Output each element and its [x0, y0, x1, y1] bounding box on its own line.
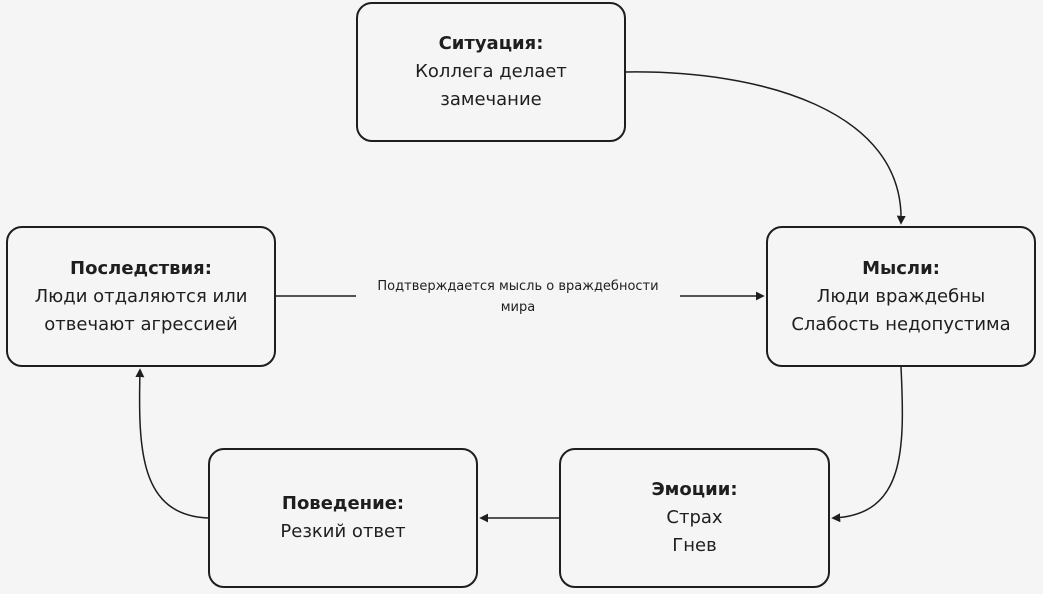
- node-text-line: Страх: [666, 507, 723, 528]
- node-consequences: Последствия: Люди отдаляются или отвечаю…: [6, 226, 276, 367]
- edge-label-line: мира: [500, 300, 536, 315]
- node-text-line: замечание: [440, 89, 542, 110]
- edge-label-confirmation: Подтверждается мысль о враждебности мира: [356, 276, 680, 318]
- node-thoughts: Мысли: Люди враждебны Слабость недопусти…: [766, 226, 1036, 367]
- node-title: Последствия:: [70, 257, 212, 279]
- node-text-line: Гнев: [672, 535, 717, 556]
- node-text-line: Люди отдаляются или: [34, 285, 248, 307]
- node-text-line: отвечают агрессией: [44, 313, 238, 335]
- node-behavior: Поведение: Резкий ответ: [208, 448, 478, 588]
- node-situation: Ситуация: Коллега делает замечание: [356, 2, 626, 142]
- node-title: Эмоции:: [651, 479, 738, 500]
- node-text-line: Резкий ответ: [280, 521, 406, 542]
- edge-situation-to-thoughts: [625, 71, 906, 225]
- node-title: Поведение:: [281, 493, 405, 514]
- edge-behavior-to-consequences: [135, 368, 209, 519]
- node-title: Ситуация:: [438, 33, 544, 54]
- node-title: Мысли:: [862, 257, 940, 279]
- node-text-line: Люди враждебны: [816, 285, 986, 307]
- node-text-line: Коллега делает: [415, 61, 567, 82]
- node-text-line: Слабость недопустима: [791, 313, 1011, 335]
- node-emotions: Эмоции: Страх Гнев: [559, 448, 830, 588]
- edge-label-line: Подтверждается мысль о враждебности: [377, 279, 659, 294]
- edge-thoughts-to-emotions: [831, 366, 904, 523]
